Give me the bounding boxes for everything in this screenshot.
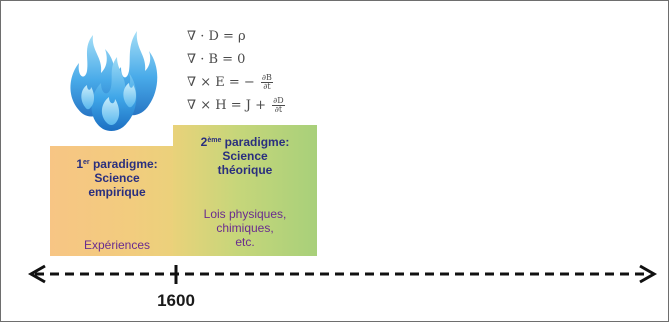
- paradigm1-ordinal-suffix: er: [83, 159, 90, 166]
- paradigm2-example-line: Lois physiques,: [203, 207, 287, 221]
- fraction: ∂B ∂t: [260, 73, 273, 91]
- paradigm2-example-line: etc.: [235, 235, 255, 249]
- blue-flames-icon: [70, 31, 158, 131]
- equation-gauss-magnetism: ∇ · B = 0: [187, 52, 246, 67]
- equation-faraday-lhs: ∇ × E = −: [187, 75, 255, 90]
- paradigm2-line2: Science: [222, 149, 268, 163]
- paradigm1-example: Expériences: [83, 238, 151, 252]
- paradigm1-line2: Science: [94, 171, 140, 185]
- equation-ampere-lhs: ∇ × H = J +: [187, 98, 266, 113]
- arrow-left-icon: [27, 264, 46, 284]
- paradigm2-title-suffix: paradigme:: [221, 135, 290, 149]
- paradigm1-title: 1er paradigme: Science empirique: [50, 157, 184, 199]
- fraction-numerator: ∂B: [260, 73, 273, 83]
- paradigm2-examples: Lois physiques, chimiques, etc.: [173, 207, 317, 249]
- paradigm1-ordinal: 1: [76, 157, 84, 171]
- paradigm2-box: [173, 125, 317, 256]
- timeline-year-label: 1600: [157, 291, 195, 310]
- equation-ampere: ∇ × H = J + ∂D ∂t: [187, 94, 347, 117]
- paradigm2-line3: théorique: [217, 163, 273, 177]
- timeline-double-arrow: [27, 264, 658, 284]
- paradigm1-title-suffix: paradigme:: [89, 157, 158, 171]
- paradigm1-box: [50, 146, 184, 256]
- arrow-right-icon: [639, 264, 658, 284]
- paradigm1-line3: empirique: [88, 185, 146, 199]
- fraction: ∂D ∂t: [272, 97, 285, 114]
- paradigm2-ordinal: 2: [200, 135, 208, 149]
- maxwell-equations: ∇ · D = ρ ∇ · B = 0 ∇ × E = − ∂B ∂t ∇ × …: [187, 25, 347, 117]
- equation-faraday: ∇ × E = − ∂B ∂t: [187, 71, 347, 94]
- fraction-denominator: ∂t: [274, 105, 283, 114]
- fraction-denominator: ∂t: [263, 82, 271, 91]
- paradigm2-example-line: chimiques,: [216, 221, 274, 235]
- equation-gauss: ∇ · D = ρ: [187, 29, 246, 44]
- paradigm2-ordinal-suffix: ème: [207, 137, 222, 144]
- fraction-numerator: ∂D: [272, 96, 285, 106]
- paradigm2-title: 2ème paradigme: Science théorique: [173, 135, 317, 177]
